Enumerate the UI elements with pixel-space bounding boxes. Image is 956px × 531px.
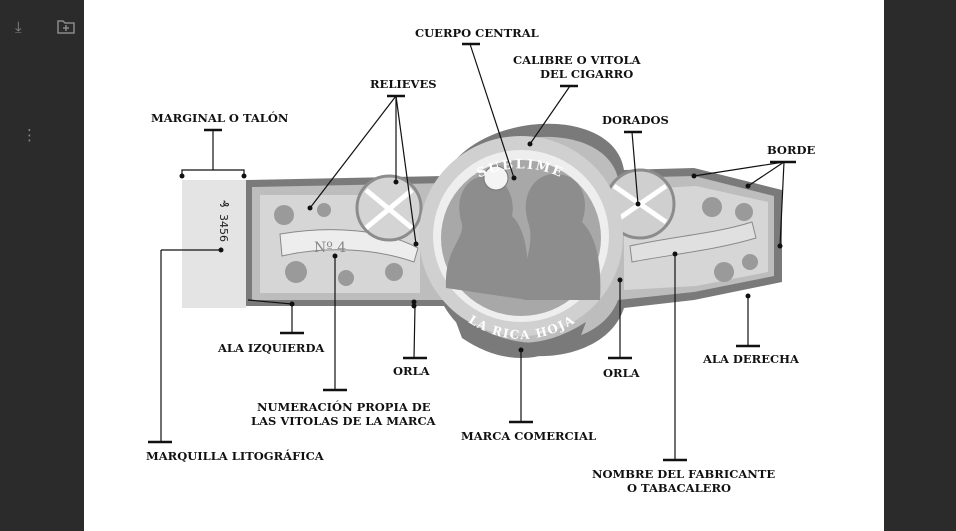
label-bars (148, 42, 796, 462)
marginal-strip (182, 180, 246, 308)
download-icon[interactable]: ⤓ (15, 18, 22, 36)
label-fabricante-line2: O TABACALERO (627, 481, 732, 495)
label-ala-derecha: ALA DERECHA (703, 352, 799, 366)
maker-ribbon (629, 221, 757, 263)
lithographic-symbol: ₰ (217, 200, 231, 208)
vitola-number-text: Nº 4 (314, 240, 346, 256)
diagram-page: SUBLIME LA RICA HOJA Nº 4 3456 ₰ (84, 0, 884, 531)
label-marquilla: MARQUILLA LITOGRÁFICA (146, 449, 324, 463)
label-numeracion-line2: LAS VITOLAS DE LA MARCA (251, 414, 436, 428)
new-folder-icon[interactable] (57, 19, 75, 37)
label-orla-left: ORLA (393, 364, 430, 378)
label-marca-comercial: MARCA COMERCIAL (461, 429, 597, 443)
more-vertical-icon[interactable]: ⋮ (22, 126, 37, 144)
label-fabricante-line1: NOMBRE DEL FABRICANTE (592, 467, 776, 481)
left-medallion-cross (364, 188, 414, 230)
left-portrait-silhouette (445, 175, 529, 300)
bottom-arc-band (456, 322, 586, 358)
label-cuerpo-central: CUERPO CENTRAL (415, 26, 539, 40)
label-ala-izquierda: ALA IZQUIERDA (218, 341, 325, 355)
label-dorados: DORADOS (602, 113, 669, 127)
lithographic-mark-text: 3456 (217, 214, 230, 242)
leader-lines (160, 43, 785, 460)
right-scroll-ornaments (702, 197, 758, 282)
label-numeracion-line1: NUMERACIÓN PROPIA DE (257, 400, 431, 414)
right-portrait-silhouette (523, 173, 601, 300)
viewer-toolbar: ⤓ ⋮ (0, 0, 84, 531)
label-calibre-line2: DEL CIGARRO (540, 67, 634, 81)
label-marginal: MARGINAL O TALÓN (151, 111, 289, 125)
label-borde: BORDE (767, 143, 816, 157)
label-orla-right: ORLA (603, 366, 640, 380)
label-relieves: RELIEVES (370, 77, 437, 91)
crown-emblem (483, 165, 509, 191)
leader-endpoints (179, 141, 783, 353)
label-calibre-line1: CALIBRE O VITOLA (513, 53, 641, 67)
right-gutter (884, 0, 956, 531)
cigar-band-diagram: SUBLIME LA RICA HOJA Nº 4 3456 ₰ (148, 42, 796, 462)
